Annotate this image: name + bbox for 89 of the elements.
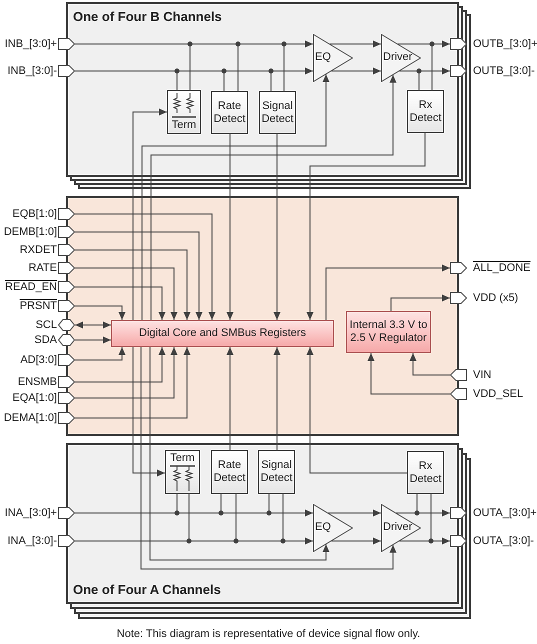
block-label: Term [172,119,196,132]
signal-connector [397,44,432,90]
pin-label: SDA [34,334,58,346]
signal-connector [226,346,234,450]
detect-block [407,451,444,494]
block-label: Signal Detect [260,459,294,485]
detect-block [258,450,295,494]
block-label: Signal Detect [260,100,294,126]
block-label: Rate Detect [212,100,246,126]
signal-connector [74,214,216,320]
signal-connector [150,74,396,320]
signal-connector [74,306,126,320]
signal-connector [226,134,234,320]
signal-connector [398,494,432,542]
signal-connector [140,346,396,570]
signal-connector [74,250,190,320]
pin-label: DEMA[1:0] [4,412,58,424]
logic-block [346,311,431,353]
signal-connector [306,346,408,474]
signal-connector [306,132,426,320]
signal-connector [74,346,126,360]
signal-connector [74,232,202,320]
pin-label: INA_[3:0]- [7,535,58,547]
pin-label: OUTB_[3:0]- [472,65,535,77]
signal-connector [150,346,330,560]
block-label: Rx Detect [408,460,442,486]
block-label: Rate Detect [212,459,246,485]
pin-label: EQB[1:0] [12,208,58,220]
signal-connector [329,40,382,48]
signal-connector [398,70,420,90]
signal-connector [132,108,168,320]
pin-label: SCL [36,319,58,331]
detect-block [407,90,444,133]
pin-label: RATE [28,262,58,274]
amplifier-label: Driver [383,521,412,534]
pin-label: INB_[3:0]+ [4,38,58,50]
block-label: Internal 3.3 V to 2.5 V Regulator [348,319,428,345]
pin-label: OUTA_[3:0]- [472,535,534,547]
signal-connector [326,264,450,320]
pin-label: VDD (x5) [472,292,518,304]
pin-label: OUTA_[3:0]+ [472,507,537,519]
pin-label: VDD_SEL [472,388,524,400]
pin-label: PRSNT [20,300,58,312]
detect-block [259,91,296,134]
signal-connector [410,352,450,376]
pin-label: EQA[1:0] [12,392,58,404]
pin-label: DEMB[1:0] [4,226,58,238]
channel-panel [66,443,459,604]
signal-connector [368,352,450,394]
panel-title: One of Four B Channels [73,8,222,26]
termination-block [165,450,200,494]
signal-connector [74,322,112,328]
signal-connector [142,74,330,320]
termination-block [167,90,201,134]
pin-label: INB_[3:0]- [7,65,58,77]
pin-label: INA_[3:0]+ [4,507,58,519]
signal-connector [74,268,178,320]
block-label: Digital Core and SMBus Registers [139,327,306,340]
signal-connector [274,134,280,320]
signal-connector [390,294,450,312]
amplifier-label: EQ [315,51,331,64]
pin-label: RXDET [20,244,58,256]
detect-block [211,91,248,134]
footnote: Note: This diagram is representative of device signal flow only. [116,627,422,641]
signal-connector [74,346,190,418]
block-label: Rx Detect [408,98,442,124]
signal-connector [74,286,166,320]
signal-connector [274,346,280,450]
pin-label: READ_EN [5,281,58,293]
amplifier-label: Driver [383,51,412,64]
signal-connector [330,538,382,544]
signal-connector [328,510,382,516]
amplifier-label: EQ [315,521,331,534]
signal-connector [74,336,112,344]
pin-label: OUTB_[3:0]+ [472,38,537,50]
channel-panel [66,2,459,177]
signal-connector [132,346,166,476]
logic-block [111,320,334,347]
pin-label: VIN [472,369,492,381]
pin-label: ALL_DONE [472,262,530,274]
signal-connector [74,346,178,398]
detect-block [211,450,248,494]
signal-connector [330,68,382,74]
panel-title: One of Four A Channels [73,580,221,598]
signal-connector [74,346,166,382]
pin-label: AD[3:0] [20,354,58,366]
channel-panel [66,196,459,436]
block-label: Term [170,452,195,465]
pin-label: ENSMB [18,376,58,388]
